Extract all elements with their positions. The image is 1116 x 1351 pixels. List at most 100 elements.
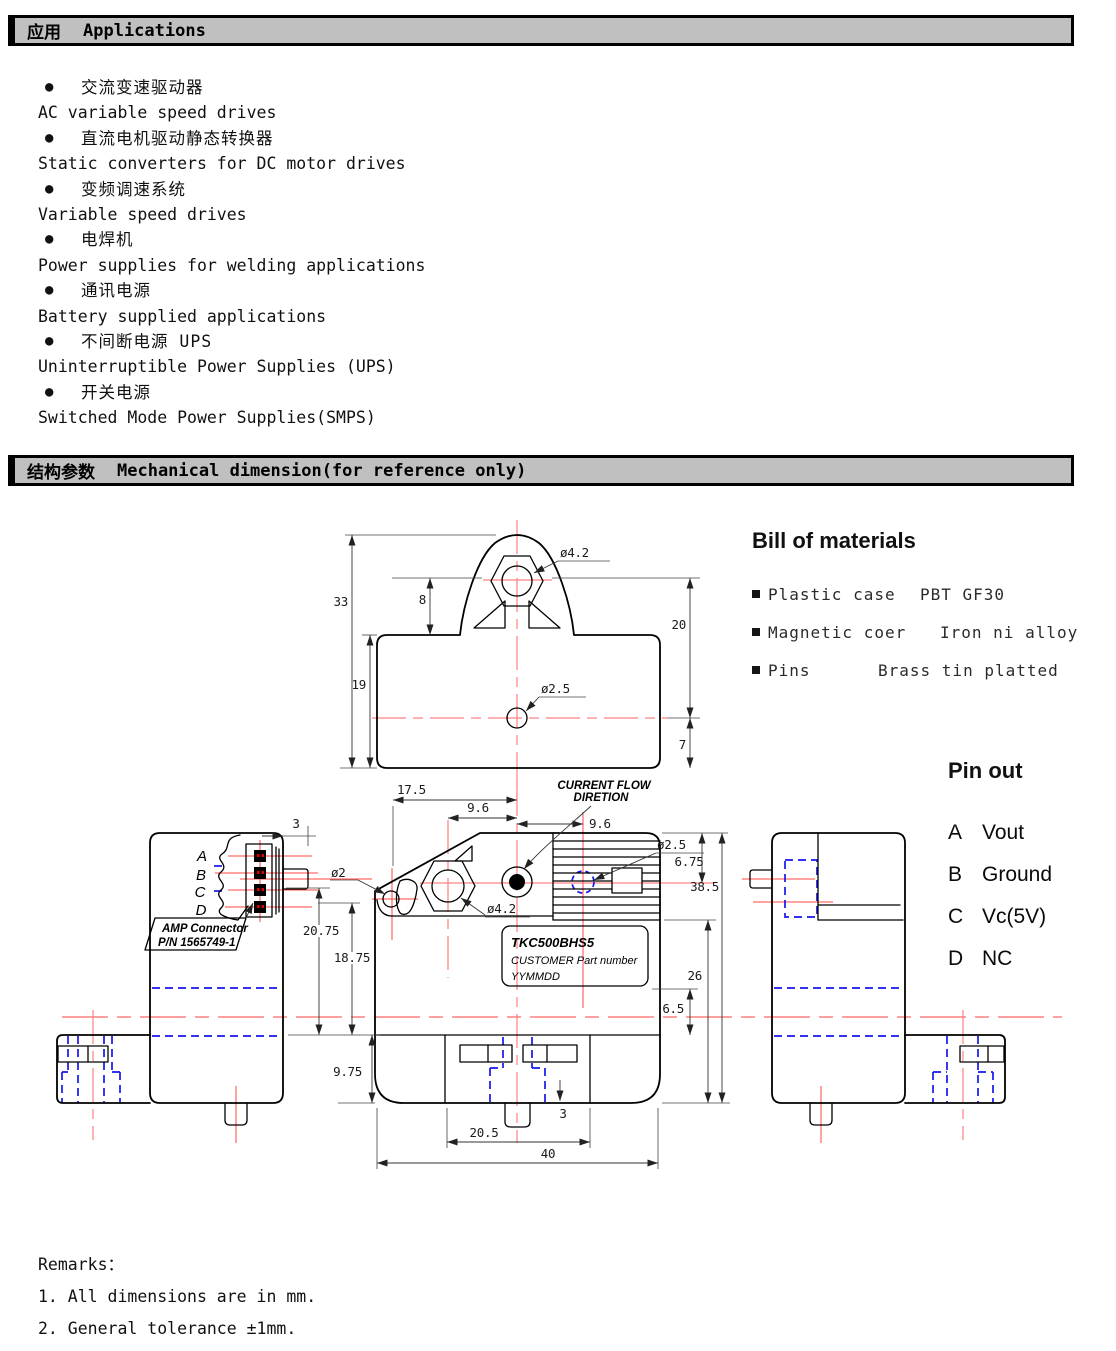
dim-6-75: 6.75: [675, 854, 704, 869]
application-en: Battery supplied applications: [38, 306, 327, 326]
bullet-icon: ●: [45, 282, 54, 299]
pin-row: B Ground: [948, 862, 1052, 888]
application-cn: 交流变速驱动器: [81, 78, 204, 97]
bullet-icon: ●: [45, 231, 54, 248]
applications-list: ● 交流变速驱动器 AC variable speed drives ● 直流电机驱…: [38, 75, 425, 431]
bill-of-materials: Bill of materials Plastic case PBT GF30 …: [752, 528, 1078, 696]
dim-40: 40: [541, 1146, 555, 1161]
application-cn: 直流电机驱动静态转换器: [81, 128, 274, 148]
dim-hole-2-5-hidden: ø2.5: [657, 837, 686, 852]
application-cn: 开关电源: [81, 382, 151, 402]
square-bullet-icon: [752, 666, 760, 674]
bom-item-name: Plastic case: [768, 584, 896, 604]
bullet-icon: ●: [45, 383, 54, 400]
current-flow-dot-ring: [501, 866, 533, 898]
pin-row: A Vout: [948, 820, 1052, 846]
dim-7: 7: [679, 737, 686, 752]
right-view: [749, 832, 1006, 1126]
hidden-lines: [61, 859, 994, 1103]
application-en: Static converters for DC motor drives: [38, 154, 406, 174]
bottom-tab: [809, 1102, 833, 1126]
pin-out: Pin out A Vout B Ground C Vc(5V) D NC: [948, 758, 1052, 988]
dim-9-75: 9.75: [333, 1064, 362, 1079]
section-title-cn: 结构参数: [27, 463, 95, 483]
application-en: Variable speed drives: [38, 205, 247, 225]
current-flow-dot: [509, 874, 525, 890]
bom-item-name: Pins: [768, 660, 811, 680]
list-item: ● 电焊机: [38, 227, 425, 252]
application-en: Switched Mode Power Supplies(SMPS): [38, 408, 376, 428]
square-bullet-icon: [752, 590, 760, 598]
part-label-line2: CUSTOMER Part number: [511, 955, 639, 967]
section-title-en: Applications: [83, 20, 206, 41]
dim-33: 33: [334, 594, 348, 609]
application-cn: 不间断电源 UPS: [81, 332, 213, 352]
pin-row: C Vc(5V): [948, 904, 1052, 930]
section-header-applications: 应用 Applications: [8, 15, 1074, 46]
top-view: [376, 534, 661, 769]
remarks: Remarks： 1. All dimensions are in mm. 2.…: [38, 1249, 316, 1345]
current-flow-label-1: CURRENT FLOW: [557, 780, 651, 792]
bom-row: Magnetic coer Iron ni alloy: [752, 620, 1078, 644]
right-attachment: [904, 1034, 1006, 1104]
left-attachment: [56, 1034, 151, 1104]
list-item: ● 不间断电源 UPS: [38, 329, 425, 354]
list-item: ● 变频调速系统: [38, 177, 425, 202]
pin-signal: Ground: [982, 863, 1053, 886]
amp-callout-line2: P/N 1565749-1: [158, 937, 235, 949]
pin-row: D NC: [948, 946, 1052, 972]
application-cn: 电焊机: [81, 230, 134, 250]
dim-hole-4-2-front: ø4.2: [487, 901, 516, 916]
connector-block: [245, 843, 273, 918]
dim-26: 26: [688, 968, 702, 983]
dim-38-5: 38.5: [690, 879, 719, 894]
current-flow-label-2: DIRETION: [574, 792, 630, 804]
side-pin: [749, 869, 773, 889]
section-title-en: Mechanical dimension(for reference only): [117, 460, 527, 481]
pin-signal: Vout: [982, 821, 1025, 844]
pin-signal: Vc(5V): [982, 905, 1047, 928]
dim-3-top: 3: [292, 816, 299, 831]
bom-item-value: PBT GF30: [920, 584, 1006, 604]
pin-letter: C: [948, 905, 964, 928]
remarks-title: Remarks：: [38, 1255, 125, 1274]
bullet-icon: ●: [45, 180, 54, 197]
heatsink-fins: [552, 840, 661, 914]
dim-18-75: 18.75: [334, 950, 370, 965]
pin-label-d: D: [196, 902, 207, 919]
remark-item: 1. All dimensions are in mm.: [38, 1287, 317, 1306]
dim-20-5: 20.5: [470, 1125, 499, 1140]
bullet-icon: ●: [45, 79, 54, 95]
bom-row: Plastic case PBT GF30: [752, 582, 1078, 606]
bullet-icon: ●: [45, 129, 54, 146]
pin-letter: A: [948, 821, 963, 844]
dim-19: 19: [352, 677, 366, 692]
dim-hole-4-2: ø4.2: [560, 545, 589, 560]
side-pin: [282, 868, 309, 890]
part-label-box: [501, 925, 649, 987]
section-title-cn: 应用: [27, 23, 61, 43]
bom-row: Pins Brass tin platted: [752, 658, 1078, 682]
pin-letter: B: [948, 863, 963, 886]
pin-letter: D: [948, 947, 964, 970]
application-en: Power supplies for welding applications: [38, 255, 426, 275]
bom-title: Bill of materials: [752, 528, 916, 553]
pin-signal: NC: [982, 947, 1013, 970]
dim-20: 20: [672, 617, 686, 632]
application-en: Uninterruptible Power Supplies (UPS): [38, 357, 396, 377]
connector-pins: [254, 850, 266, 913]
bom-item-value: Brass tin platted: [878, 660, 1059, 680]
bottom-tab: [224, 1102, 248, 1126]
drawing-labels: 33 19 8 20 7 ø4.2 ø2.5 17.5 9.6 9.6 CURR…: [158, 545, 719, 1161]
pin-out-title: Pin out: [948, 758, 1023, 783]
application-cn: 变频调速系统: [81, 179, 186, 199]
part-label-line3: YYMMDD: [511, 971, 560, 983]
application-en: AC variable speed drives: [38, 103, 277, 123]
list-item: ● 交流变速驱动器: [38, 75, 425, 100]
dim-hole-2: ø2: [331, 865, 345, 880]
section-header-mechanical: 结构参数 Mechanical dimension(for reference …: [8, 455, 1074, 486]
dim-3-bottom: 3: [559, 1106, 566, 1121]
bullet-icon: ●: [45, 333, 54, 350]
square-bullet-icon: [752, 628, 760, 636]
